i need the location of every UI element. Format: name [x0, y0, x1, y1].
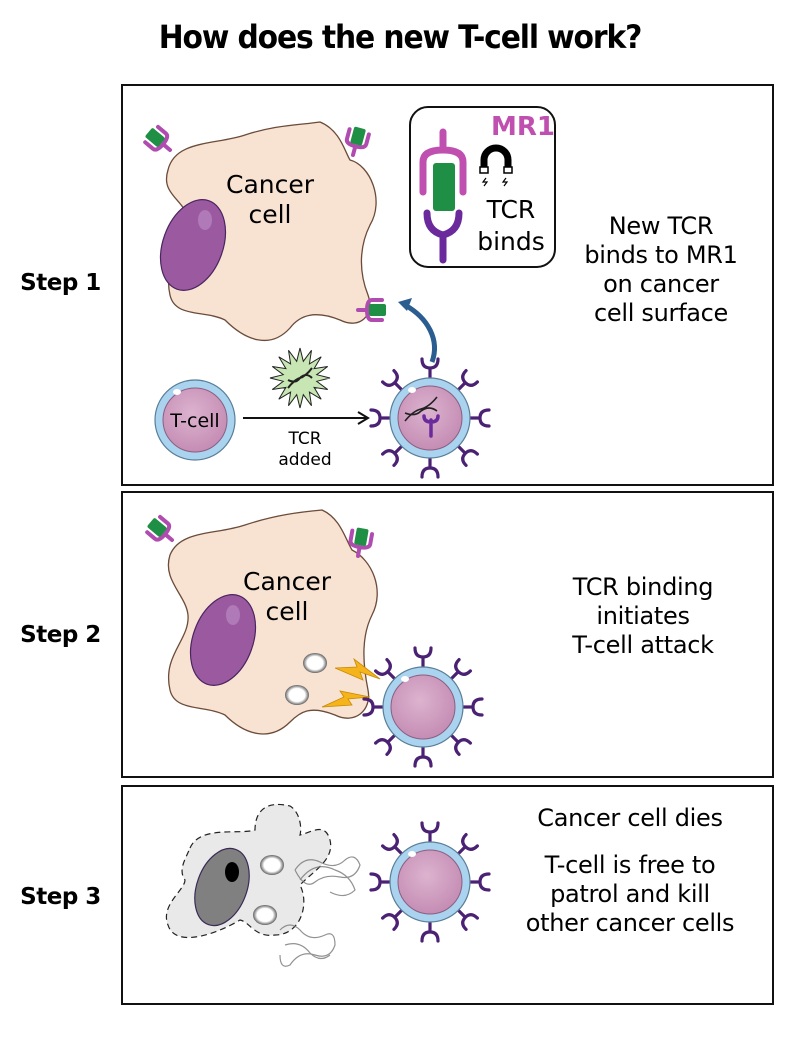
- tcr-receptor-icon: [369, 872, 392, 892]
- figure-title: How does the new T-cell work?: [158, 18, 643, 56]
- dna-icon: [404, 396, 438, 422]
- tcr-receptor-icon: [461, 697, 484, 717]
- tcr-receptor-icon: [420, 920, 440, 943]
- step-3-label: Step 3: [20, 884, 101, 910]
- tcr-icon: [422, 414, 440, 438]
- mr1-antigen-icon: [142, 512, 181, 550]
- curved-arrow-icon: [403, 302, 437, 363]
- cancer-cell-label-line1: Cancer: [226, 170, 315, 199]
- damage-hole: [260, 855, 284, 875]
- smoke-icon: [279, 856, 361, 967]
- tcell-label: T-cell: [169, 410, 219, 432]
- tcr-receptor-icon: [468, 872, 491, 892]
- tcr-receptor-icon: [369, 408, 392, 428]
- desc-line: patrol and kill: [550, 880, 710, 908]
- step-3-dead-cancer-cell: [165, 803, 361, 967]
- desc-line: T-cell is free to: [544, 851, 716, 879]
- step-2-text: TCR binding initiates T-cell attack: [530, 573, 756, 660]
- desc-line: TCR binding: [572, 573, 714, 601]
- mr1-tcr-inset: MR1 TCR binds: [409, 106, 556, 268]
- step-1-cancer-cell: Cancer cell: [159, 121, 377, 342]
- step-3-text: Cancer cell dies T-cell is free to patro…: [495, 804, 765, 938]
- damage-hole: [253, 905, 277, 925]
- step-2-cancer-cell: Cancer cell: [167, 509, 378, 735]
- tcr-receptor-icon: [420, 821, 440, 844]
- cancer-cell-label-line2: cell: [265, 597, 308, 626]
- tcr-receptor-icon: [413, 745, 433, 768]
- tcell-initial: T-cell: [154, 379, 236, 461]
- desc-line: New TCR: [608, 212, 714, 240]
- inset-caption-line1: TCR: [486, 195, 536, 224]
- desc-line: on cancer: [603, 270, 719, 298]
- desc-line: cell surface: [593, 299, 729, 327]
- mr1-antigen-icon: [341, 123, 372, 160]
- antigen-icon: [433, 163, 455, 211]
- tcell-engineered: [369, 357, 491, 479]
- damage-hole: [285, 685, 309, 705]
- desc-line: T-cell attack: [572, 631, 714, 659]
- lightning-icon: [321, 690, 371, 708]
- tcr-added-arrow: TCR added: [243, 411, 370, 470]
- lightning-icon: [334, 657, 381, 681]
- tcell-free: [369, 821, 491, 943]
- step-1-text: New TCR binds to MR1 on cancer cell surf…: [548, 212, 774, 328]
- cancer-cell-label-line2: cell: [248, 200, 291, 229]
- desc-heading: Cancer cell dies: [537, 804, 723, 832]
- tcr-receptor-icon: [420, 357, 440, 380]
- tcr-receptor-icon: [468, 408, 491, 428]
- arrow-label-line1: TCR: [287, 429, 321, 449]
- inset-caption-line2: binds: [477, 227, 545, 256]
- step-1-label: Step 1: [20, 270, 101, 296]
- cancer-cell-label-line1: Cancer: [243, 567, 332, 596]
- arrow-label-line2: added: [278, 450, 331, 470]
- magnet-icon: [479, 144, 513, 187]
- desc-line: other cancer cells: [525, 909, 735, 937]
- damage-hole: [303, 653, 327, 673]
- step-2-label: Step 2: [20, 622, 101, 648]
- tcell-attacking: [362, 646, 484, 768]
- inset-title: MR1: [491, 112, 555, 142]
- desc-line: initiates: [596, 602, 690, 630]
- dna-icon: [269, 347, 331, 409]
- tcr-receptor-icon: [413, 646, 433, 669]
- tcr-receptor-icon: [420, 456, 440, 479]
- desc-line: binds to MR1: [584, 241, 738, 269]
- mr1-antigen-icon: [140, 122, 179, 160]
